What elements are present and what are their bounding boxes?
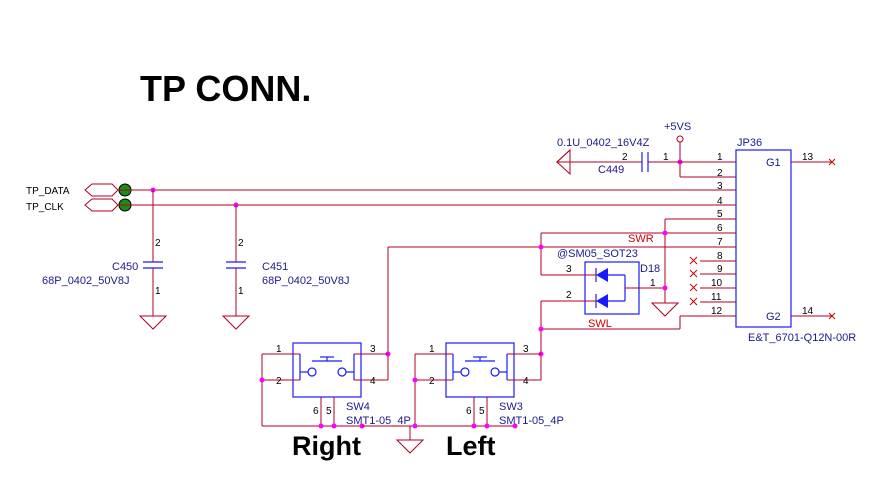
- net-label-tp-clk: TP_CLK: [26, 202, 64, 213]
- svg-text:2: 2: [566, 290, 572, 301]
- c449-ref: C449: [598, 164, 624, 176]
- svg-text:1: 1: [663, 152, 669, 163]
- ground-connector: [650, 302, 680, 317]
- jp36-g1: G1: [766, 157, 781, 169]
- power-5vs: +5VS: [664, 121, 691, 177]
- sw4-value: SMT1-05_4P: [346, 415, 411, 427]
- c449-value: 0.1U_0402_16V4Z: [557, 137, 650, 149]
- port-tp-data: TP_DATA: [26, 183, 119, 197]
- c451-ref: C451: [262, 261, 288, 273]
- jp36-g2: G2: [766, 311, 781, 323]
- svg-text:1: 1: [429, 344, 435, 355]
- d18-ref: D18: [640, 263, 660, 275]
- c451-value: 68P_0402_50V8J: [262, 275, 349, 287]
- ground-c451: [221, 315, 251, 330]
- svg-text:1: 1: [276, 344, 282, 355]
- svg-text:5: 5: [479, 406, 485, 417]
- net-label-swr: SWR: [628, 233, 654, 245]
- sw3-ref: SW3: [499, 401, 523, 413]
- svg-text:5: 5: [326, 406, 332, 417]
- d18-value: @SM05_SOT23: [557, 248, 638, 260]
- svg-text:6: 6: [717, 223, 723, 234]
- svg-text:3: 3: [370, 344, 376, 355]
- svg-text:2: 2: [622, 152, 628, 163]
- svg-text:4: 4: [717, 196, 723, 207]
- svg-text:13: 13: [802, 152, 814, 163]
- c450-value: 68P_0402_50V8J: [42, 275, 129, 287]
- svg-text:12: 12: [711, 306, 723, 317]
- svg-text:6: 6: [466, 406, 472, 417]
- svg-text:9: 9: [717, 264, 723, 275]
- sw3-value: SMT1-05_4P: [499, 415, 564, 427]
- jp36-part: E&T_6701-Q12N-00R: [748, 332, 856, 344]
- svg-text:7: 7: [717, 237, 723, 248]
- capacitor-c449: 2 1 0.1U_0402_16V4Z C449: [555, 137, 736, 178]
- power-label: +5VS: [664, 121, 691, 133]
- svg-text:1: 1: [238, 286, 244, 297]
- svg-text:8: 8: [717, 251, 723, 262]
- sw4-ref: SW4: [346, 401, 370, 413]
- svg-text:2: 2: [276, 376, 282, 387]
- svg-text:3: 3: [523, 344, 529, 355]
- svg-text:5: 5: [717, 209, 723, 220]
- svg-text:6: 6: [313, 406, 319, 417]
- switch-sw3: 1 2 3 4 6 5 SW3 SMT1-05_4P Left: [362, 342, 564, 461]
- sw4-caption: Right: [292, 431, 361, 461]
- svg-text:1: 1: [155, 286, 161, 297]
- ground-c450: [138, 315, 168, 330]
- net-label-swl: SWL: [588, 318, 612, 330]
- svg-text:11: 11: [711, 292, 722, 303]
- sw3-caption: Left: [446, 431, 496, 461]
- jp36-ref: JP36: [737, 137, 762, 149]
- svg-text:3: 3: [717, 181, 723, 192]
- capacitor-c451: 2 1 C451 68P_0402_50V8J: [221, 205, 349, 330]
- svg-text:10: 10: [711, 278, 723, 289]
- net-label-tp-data: TP_DATA: [26, 186, 70, 197]
- svg-text:2: 2: [155, 238, 161, 249]
- svg-text:4: 4: [370, 376, 376, 387]
- svg-text:2: 2: [717, 168, 723, 179]
- switch-sw4: 1 2 3 4 6 5 SW4 SMT1-05_4P Right: [259, 342, 411, 461]
- svg-text:4: 4: [523, 376, 529, 387]
- connector-jp36: JP36 E&T_6701-Q12N-00R G1 G2 13 14 1 2 3…: [680, 137, 856, 344]
- diode-d18: @SM05_SOT23 D18 3 2 1: [541, 248, 668, 315]
- sheet-title: TP CONN.: [140, 68, 311, 109]
- port-tp-clk: TP_CLK: [26, 198, 119, 213]
- svg-text:1: 1: [717, 152, 723, 163]
- ground-switches: [395, 439, 425, 454]
- svg-text:14: 14: [802, 306, 814, 317]
- c450-ref: C450: [112, 261, 138, 273]
- svg-text:1: 1: [650, 278, 656, 289]
- capacitor-c450: 2 1 C450 68P_0402_50V8J: [42, 190, 168, 330]
- svg-text:2: 2: [238, 238, 244, 249]
- svg-text:2: 2: [429, 376, 435, 387]
- svg-text:3: 3: [566, 264, 572, 275]
